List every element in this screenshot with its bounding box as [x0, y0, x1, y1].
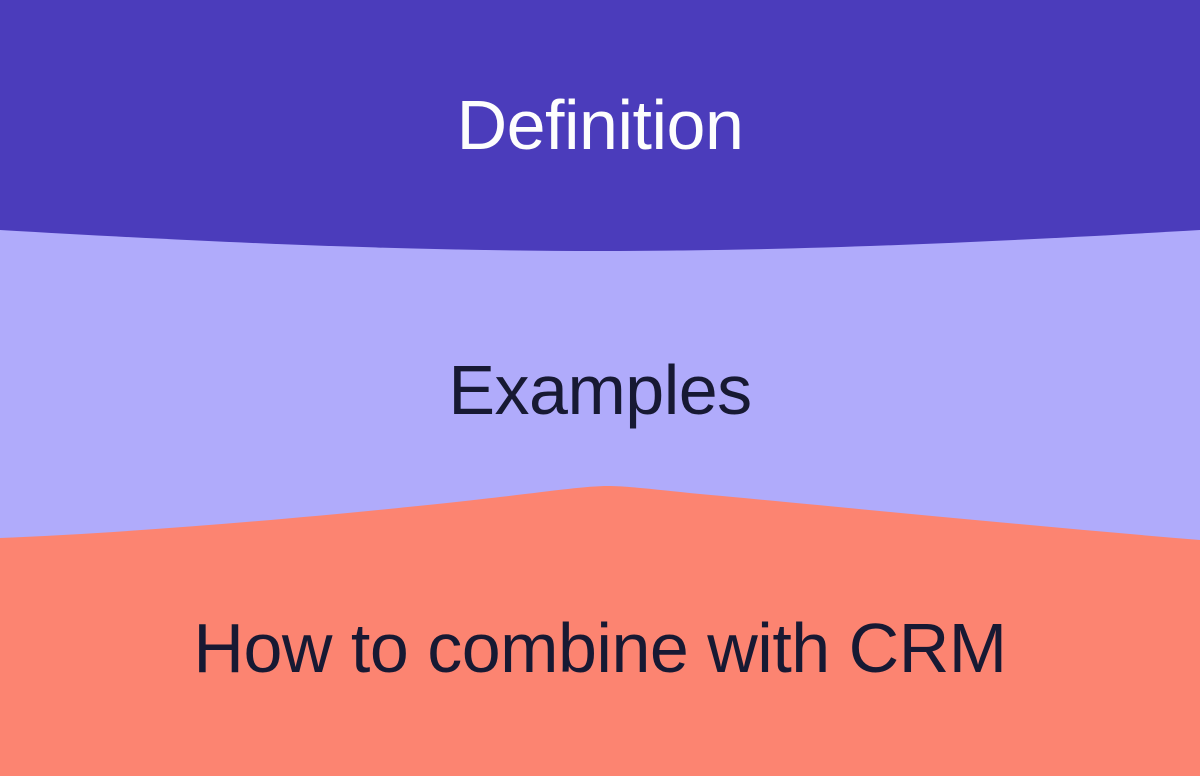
band-label-definition: Definition: [456, 86, 744, 164]
band-label-combine-with-crm: How to combine with CRM: [193, 609, 1007, 687]
band-one-shape: [0, 0, 1200, 251]
band-label-examples: Examples: [448, 351, 752, 429]
